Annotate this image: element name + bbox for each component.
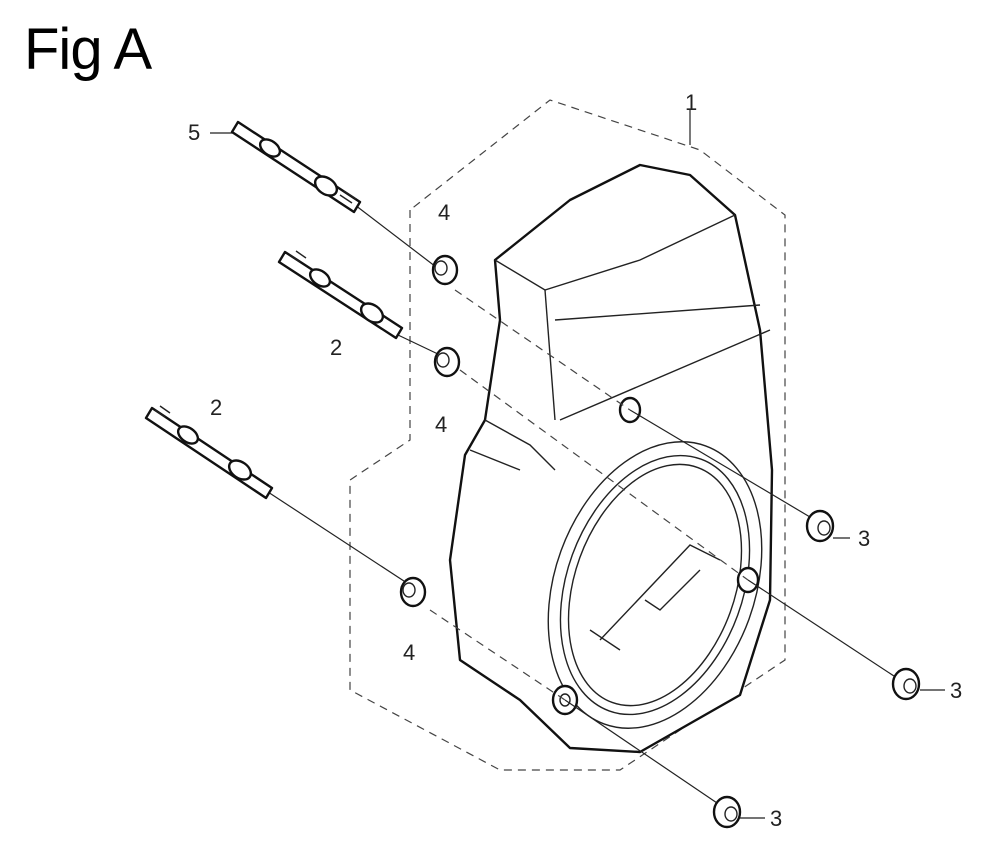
nut-3-lower — [712, 795, 742, 829]
callout-4-top: 4 — [438, 200, 450, 225]
assembly-boundary — [349, 99, 786, 771]
collar-4-top — [431, 254, 459, 286]
nut-3-middle — [891, 667, 921, 701]
callout-4-middle: 4 — [435, 412, 447, 437]
figure-title: Fig A — [24, 17, 152, 82]
bolt-2-lower-part — [144, 405, 274, 500]
callout-1: 1 — [685, 90, 697, 115]
bolt-5-part — [230, 120, 362, 214]
bolt-2-upper-part — [277, 250, 404, 340]
collar-4-bottom — [399, 576, 427, 608]
nut-3-upper — [805, 509, 835, 543]
callout-2-lower: 2 — [210, 395, 222, 420]
callout-4-bottom: 4 — [403, 640, 415, 665]
callout-5: 5 — [188, 120, 200, 145]
collar-4-middle — [433, 346, 461, 378]
callout-2-upper: 2 — [330, 335, 342, 360]
callout-3-upper: 3 — [858, 526, 870, 551]
callout-3-middle: 3 — [950, 678, 962, 703]
callout-3-lower: 3 — [770, 806, 782, 831]
fan-cover-part — [448, 163, 774, 754]
